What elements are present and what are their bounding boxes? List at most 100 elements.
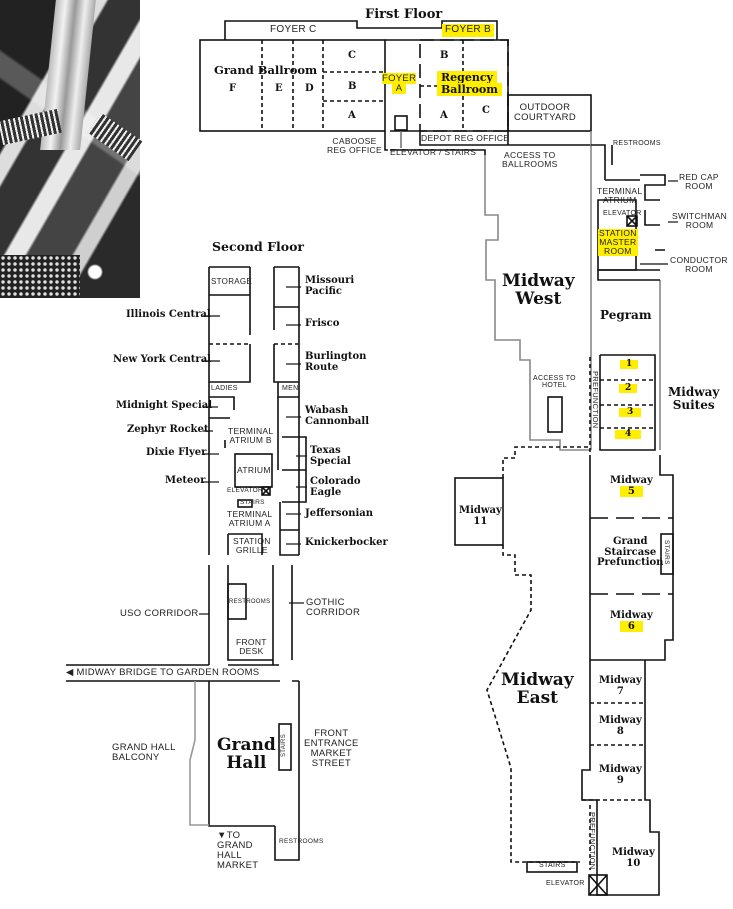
frisco-label[interactable]: Frisco bbox=[305, 318, 340, 329]
elevator-second-label[interactable]: ELEVATOR bbox=[227, 487, 263, 494]
zephyr-rocket-label[interactable]: Zephyr Rocket bbox=[127, 424, 209, 435]
midway-9-number: 9 bbox=[616, 774, 624, 786]
grand-hall-line2: Hall bbox=[226, 752, 267, 773]
ballroom-section-e[interactable]: E bbox=[275, 83, 283, 94]
atrium-photo bbox=[0, 0, 143, 298]
second-floor-title: Second Floor bbox=[212, 239, 304, 254]
regency-section-a[interactable]: A bbox=[440, 110, 448, 121]
illinois-central-label[interactable]: Illinois Central bbox=[126, 309, 211, 320]
stairs-second-label[interactable]: STAIRS bbox=[240, 499, 265, 506]
suite-2-label[interactable]: 2 bbox=[619, 383, 638, 394]
ladies-restroom-label[interactable]: LADIES bbox=[211, 385, 238, 392]
grand-staircase-line1: Grand bbox=[612, 536, 648, 547]
red-cap-line1: RED CAP bbox=[679, 172, 719, 182]
regency-section-b[interactable]: B bbox=[440, 50, 449, 61]
elevator-east-label[interactable]: ELEVATOR bbox=[546, 880, 585, 887]
stairs-grand-hall-label[interactable]: STAIRS bbox=[281, 734, 287, 758]
pegram-label[interactable]: Pegram bbox=[600, 308, 652, 322]
foyer-a-line2: A bbox=[391, 82, 407, 94]
dixie-flyer-label[interactable]: Dixie Flyer bbox=[146, 447, 207, 458]
regency-ballroom-label[interactable]: Regency Ballroom bbox=[437, 71, 502, 96]
stairs-east-label[interactable]: STAIRS bbox=[539, 862, 566, 869]
ballroom-section-c[interactable]: C bbox=[348, 50, 356, 61]
midway-east-dashed bbox=[486, 446, 590, 863]
foyer-c-label[interactable]: FOYER C bbox=[270, 24, 317, 35]
to-market-line2: GRAND bbox=[217, 839, 253, 851]
men-restroom-label[interactable]: MEN bbox=[282, 385, 299, 392]
midway-6-word: Midway bbox=[610, 610, 653, 621]
new-york-central-label[interactable]: New York Central bbox=[113, 354, 211, 365]
restrooms-second-label[interactable]: RESTROOMS bbox=[229, 599, 271, 605]
foyer-b-label[interactable]: FOYER B bbox=[442, 24, 494, 37]
grand-ballroom-label[interactable]: Grand Ballroom bbox=[214, 63, 318, 77]
elevator-stairs-label[interactable]: ELEVATOR / STAIRS bbox=[390, 147, 477, 157]
midnight-special-label[interactable]: Midnight Special bbox=[116, 400, 213, 411]
regency-line2: Ballroom bbox=[437, 82, 502, 96]
storage-label[interactable]: STORAGE bbox=[211, 277, 253, 286]
ballroom-section-d[interactable]: D bbox=[305, 83, 314, 94]
restrooms-bottom-label[interactable]: RESTROOMS bbox=[279, 838, 324, 845]
foyer-a-label[interactable]: FOYER A bbox=[382, 73, 417, 94]
atrium-label[interactable]: ATRIUM bbox=[237, 465, 271, 475]
midway-west-walls bbox=[484, 131, 661, 451]
stairs-midway-label[interactable]: STAIRS bbox=[662, 540, 670, 565]
prefunction-suites-label[interactable]: PREFUNCTION bbox=[590, 371, 600, 429]
midway-east-line1: Midway bbox=[501, 670, 574, 690]
midway-6-number: 6 bbox=[619, 620, 643, 632]
midway-5-number: 5 bbox=[619, 485, 643, 497]
midway-suites-line1: Midway bbox=[668, 385, 720, 399]
regency-section-c[interactable]: C bbox=[482, 105, 490, 116]
ballroom-section-f[interactable]: F bbox=[229, 83, 237, 94]
elevator-first-label[interactable]: ELEVATOR bbox=[603, 210, 642, 217]
missouri-line1: Missouri bbox=[305, 275, 355, 286]
suite-4-label[interactable]: 4 bbox=[615, 429, 642, 440]
midway-bridge-label[interactable]: ◀ MIDWAY BRIDGE TO GARDEN ROOMS bbox=[66, 667, 260, 678]
ballroom-section-a[interactable]: A bbox=[348, 110, 356, 121]
restrooms-first-label[interactable]: RESTROOMS bbox=[613, 140, 661, 147]
suite-1-label[interactable]: 1 bbox=[620, 359, 639, 370]
suite-3-label[interactable]: 3 bbox=[619, 407, 642, 418]
ballroom-section-b[interactable]: B bbox=[348, 81, 357, 92]
jeffersonian-label[interactable]: Jeffersonian bbox=[305, 508, 374, 519]
uso-corridor-label[interactable]: USO CORRIDOR bbox=[120, 608, 199, 619]
depot-reg-office-label[interactable]: DEPOT REG OFFICE bbox=[421, 133, 510, 143]
meteor-label[interactable]: Meteor bbox=[165, 475, 206, 486]
prefunction-east-label[interactable]: PREFUNCTION bbox=[587, 812, 597, 870]
knickerbocker-label[interactable]: Knickerbocker bbox=[305, 537, 388, 548]
grand-hall-balcony-line2: BALCONY bbox=[112, 751, 160, 763]
